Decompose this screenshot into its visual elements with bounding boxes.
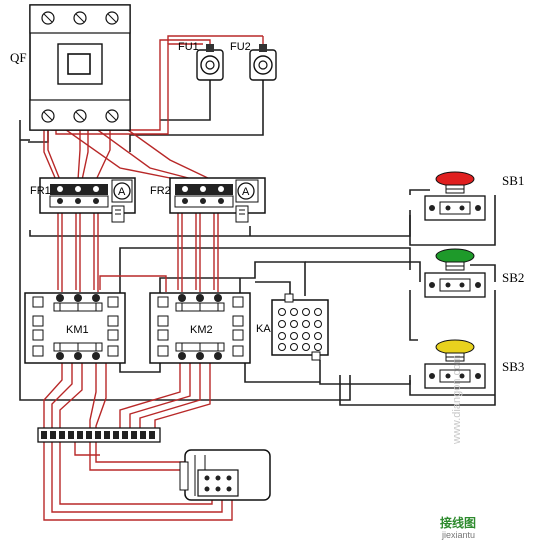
watermark: www.diangon.com 接线图 jiexiantu [440,355,476,540]
km2-contactor [149,292,251,364]
qf-breaker [29,4,131,131]
km2-label: KM2 [190,324,213,336]
terminal-block [37,427,161,443]
fu2-fuse [249,44,277,81]
sb3-label: SB3 [502,359,524,374]
sb2-button [424,248,486,298]
fr2-label: FR2 [150,185,171,197]
fu1-fuse [196,44,224,81]
power-wiring [43,35,264,521]
watermark-site: www.diangon.com [451,355,463,445]
fr2-meter-symbol: A [242,186,250,198]
sb2-label: SB2 [502,270,524,285]
km1-contactor [24,292,126,364]
qf-label: QF [10,50,27,65]
fu2-label: FU2 [230,41,251,53]
fr1-thermal-relay: A [39,177,136,223]
watermark-brand: 接线图 [440,515,476,530]
sb1-label: SB1 [502,173,524,188]
sb3-button [424,339,486,389]
watermark-pinyin: jiexiantu [441,530,475,540]
control-wiring [19,80,496,406]
fu1-label: FU1 [178,41,199,53]
ka-relay [271,293,329,361]
fr1-meter-symbol: A [118,186,126,198]
motor [179,449,271,501]
sb1-button [424,171,486,221]
ka-label: KA [256,323,271,335]
fr2-thermal-relay: A [169,177,266,223]
fr1-label: FR1 [30,185,51,197]
km1-label: KM1 [66,324,89,336]
